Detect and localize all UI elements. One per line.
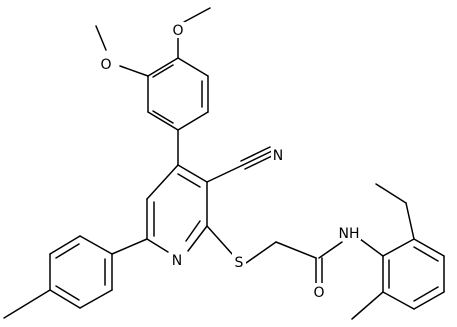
atom-label-nitrogen: N xyxy=(172,253,182,269)
atom-label-oxygen: O xyxy=(100,57,111,73)
nitrile-triple-b xyxy=(240,146,271,162)
atom-label-sulfur: S xyxy=(235,255,244,271)
pyridine-ring xyxy=(146,164,208,253)
tolyl-ring xyxy=(3,235,148,319)
c2-sulfur-bond xyxy=(206,225,234,256)
ch2-carbonyl-bond xyxy=(275,241,317,259)
atom-label-oxygen: O xyxy=(313,285,324,301)
ethyl-ch3 xyxy=(375,183,407,204)
methoxy-bond-left xyxy=(119,65,149,77)
atom-label-nitrogen: N xyxy=(273,148,283,164)
nitrile-triple-a xyxy=(242,150,273,166)
aryl-methyl xyxy=(351,291,384,320)
atom-label-amide-nh: NH xyxy=(339,226,360,242)
sulfur-ch2-bond xyxy=(245,241,277,264)
atom-label-oxygen: O xyxy=(172,23,183,39)
nitrile-bond-1 xyxy=(206,164,244,183)
ethyl-ch2 xyxy=(405,202,415,240)
dimethoxyphenyl-ring xyxy=(147,57,209,131)
nitrile-triple-c xyxy=(244,154,275,170)
tolyl-methyl xyxy=(3,289,51,319)
carbonyl-nh-bond xyxy=(318,241,343,259)
ethylmethylphenyl-ring xyxy=(351,183,445,320)
methoxy-methyl-top xyxy=(183,7,211,23)
methoxy-methyl-left xyxy=(95,25,107,51)
